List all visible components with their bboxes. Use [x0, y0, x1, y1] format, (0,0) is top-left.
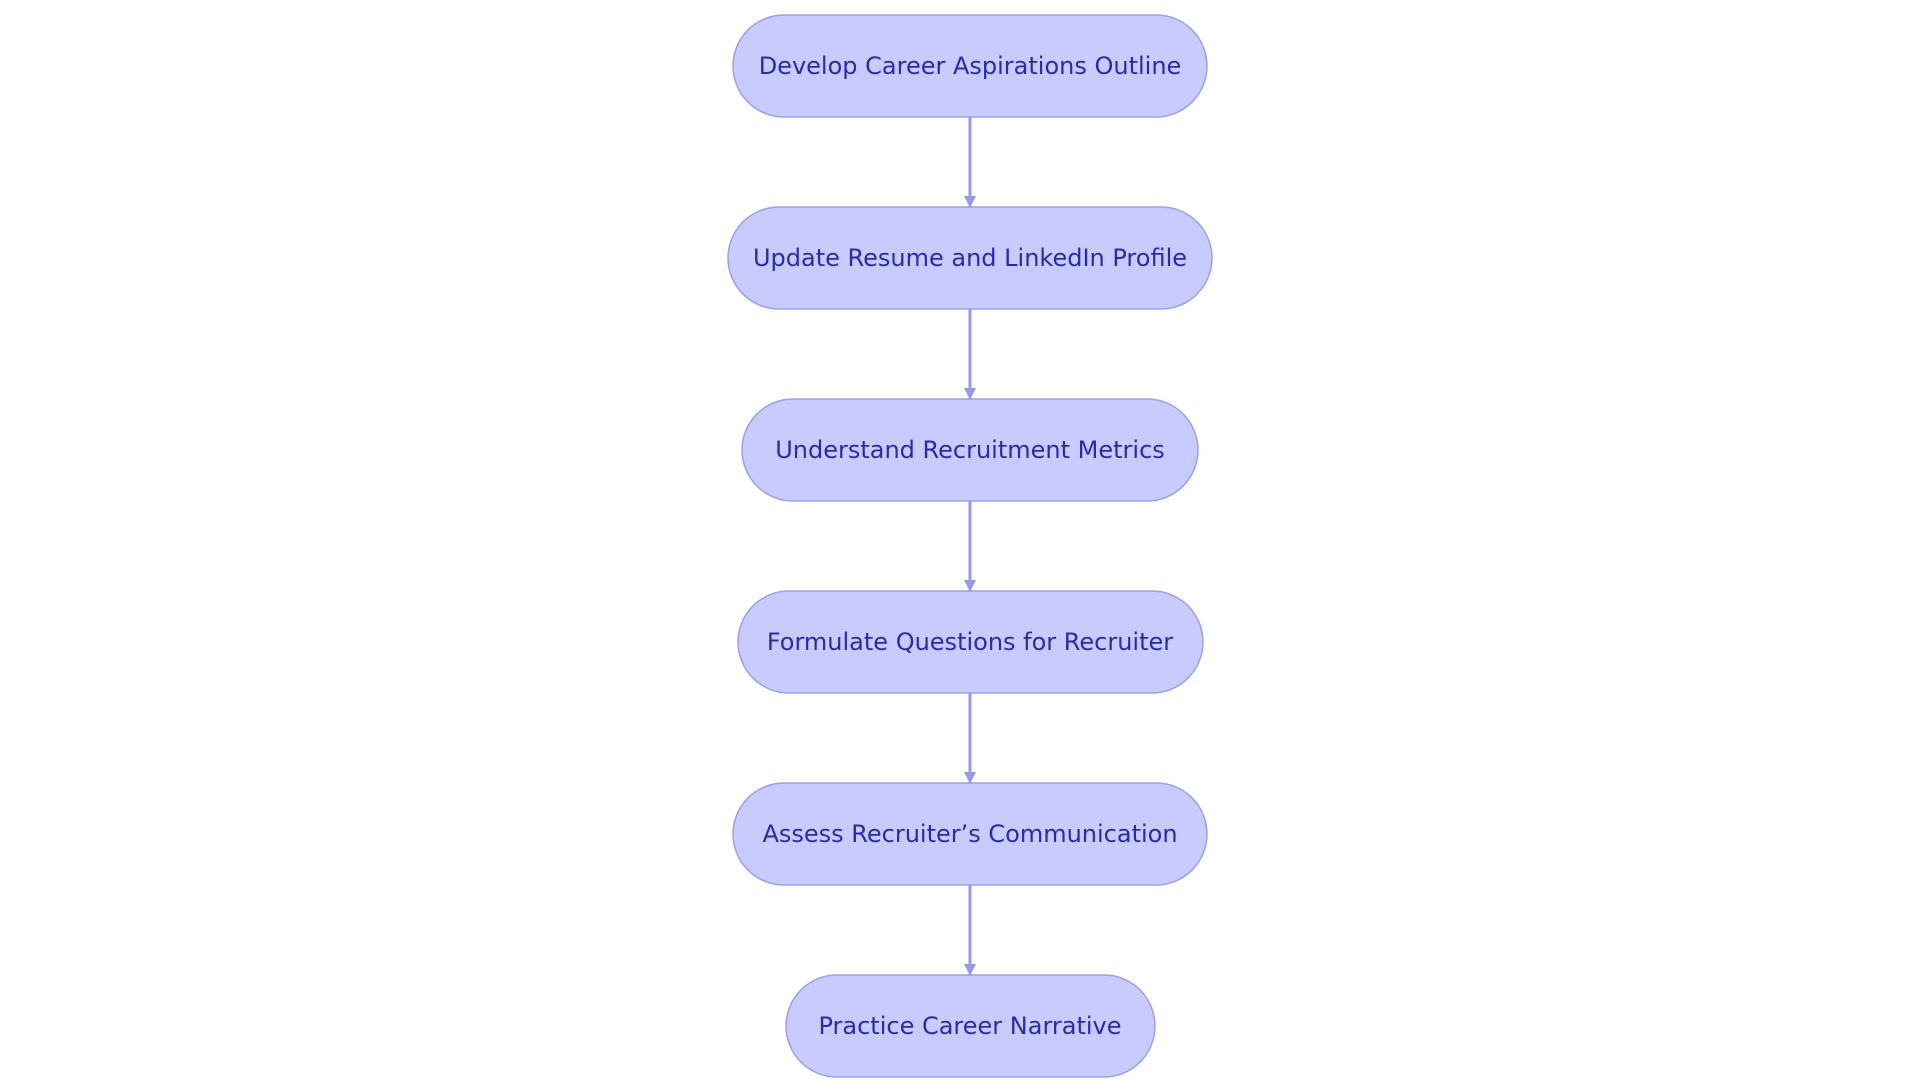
- nodes: Develop Career Aspirations Outline Updat…: [727, 14, 1213, 1078]
- node-formulate-questions-for-recruiter: Formulate Questions for Recruiter: [737, 590, 1204, 694]
- node-assess-recruiters-communication: Assess Recruiter’s Communication: [732, 782, 1208, 886]
- node-update-resume-and-linkedin-profile: Update Resume and LinkedIn Profile: [727, 206, 1213, 310]
- node-label: Update Resume and LinkedIn Profile: [753, 244, 1187, 272]
- node-develop-career-aspirations-outline: Develop Career Aspirations Outline: [732, 14, 1208, 118]
- node-label: Assess Recruiter’s Communication: [762, 820, 1177, 848]
- node-understand-recruitment-metrics: Understand Recruitment Metrics: [741, 398, 1199, 502]
- node-label: Understand Recruitment Metrics: [775, 436, 1165, 464]
- node-label: Develop Career Aspirations Outline: [759, 52, 1182, 80]
- node-practice-career-narrative: Practice Career Narrative: [785, 974, 1156, 1078]
- node-label: Formulate Questions for Recruiter: [767, 628, 1173, 656]
- node-label: Practice Career Narrative: [818, 1012, 1121, 1040]
